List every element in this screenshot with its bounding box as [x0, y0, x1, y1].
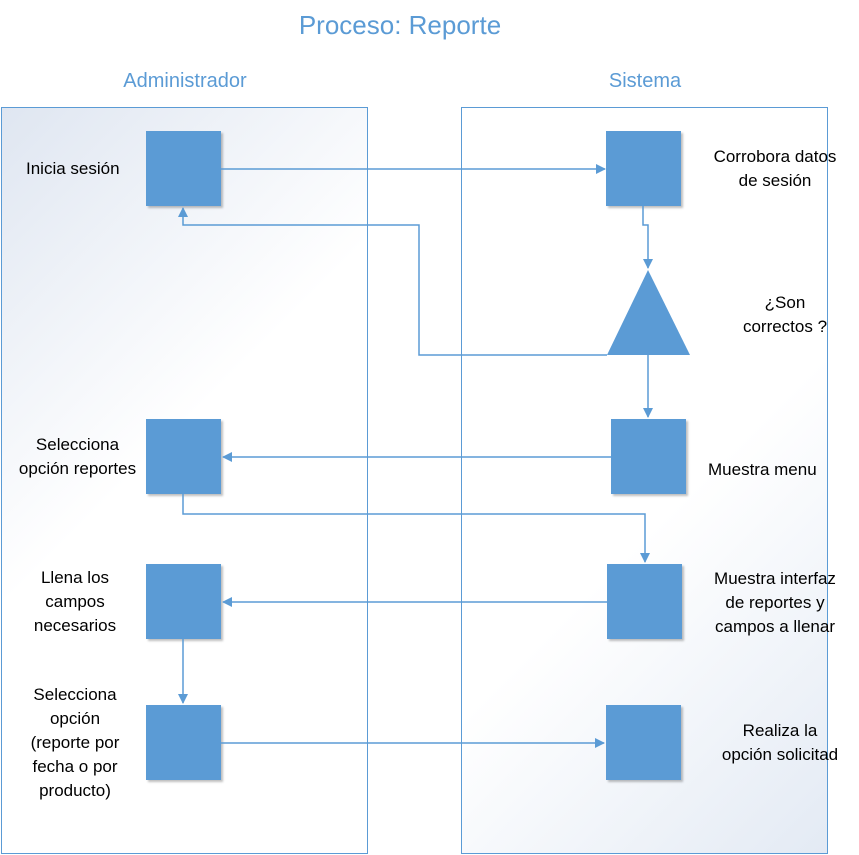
arrow-decision-to-inicia	[178, 207, 607, 356]
process-inicia-sesion[interactable]	[146, 131, 221, 206]
label-llena-campos: Llena los campos necesarios	[33, 568, 117, 635]
diagram-title: Proceso: Reporte	[298, 10, 502, 40]
label-decision: ¿Son correctos ?	[742, 293, 828, 336]
arrow-corrobora-to-decision	[642, 206, 653, 269]
process-realiza-opcion[interactable]	[606, 705, 681, 780]
process-muestra-interfaz[interactable]	[607, 564, 682, 639]
process-selecciona-reportes[interactable]	[146, 419, 221, 494]
label-corrobora-datos: Corrobora datos de sesión	[713, 147, 837, 190]
label-muestra-interfaz: Muestra interfaz de reportes y campos a …	[714, 569, 836, 636]
lane-header-administrador: Administrador	[123, 70, 247, 92]
process-muestra-menu[interactable]	[611, 419, 686, 494]
process-corrobora-datos[interactable]	[606, 131, 681, 206]
label-selecciona-opcion: Selecciona opción (reporte por fecha o p…	[30, 685, 120, 800]
label-realiza-opcion: Realiza la opción solicitad	[721, 721, 839, 764]
label-selecciona-reportes: Selecciona opción reportes	[18, 435, 137, 478]
process-selecciona-opcion[interactable]	[146, 705, 221, 780]
lane-header-sistema: Sistema	[608, 70, 682, 92]
label-inicia-sesion: Inicia sesión	[26, 159, 120, 178]
decision-triangle[interactable]	[607, 270, 690, 355]
label-muestra-menu: Muestra menu	[708, 460, 817, 479]
arrow-selecciona-to-interfaz	[182, 494, 650, 563]
process-llena-campos[interactable]	[146, 564, 221, 639]
